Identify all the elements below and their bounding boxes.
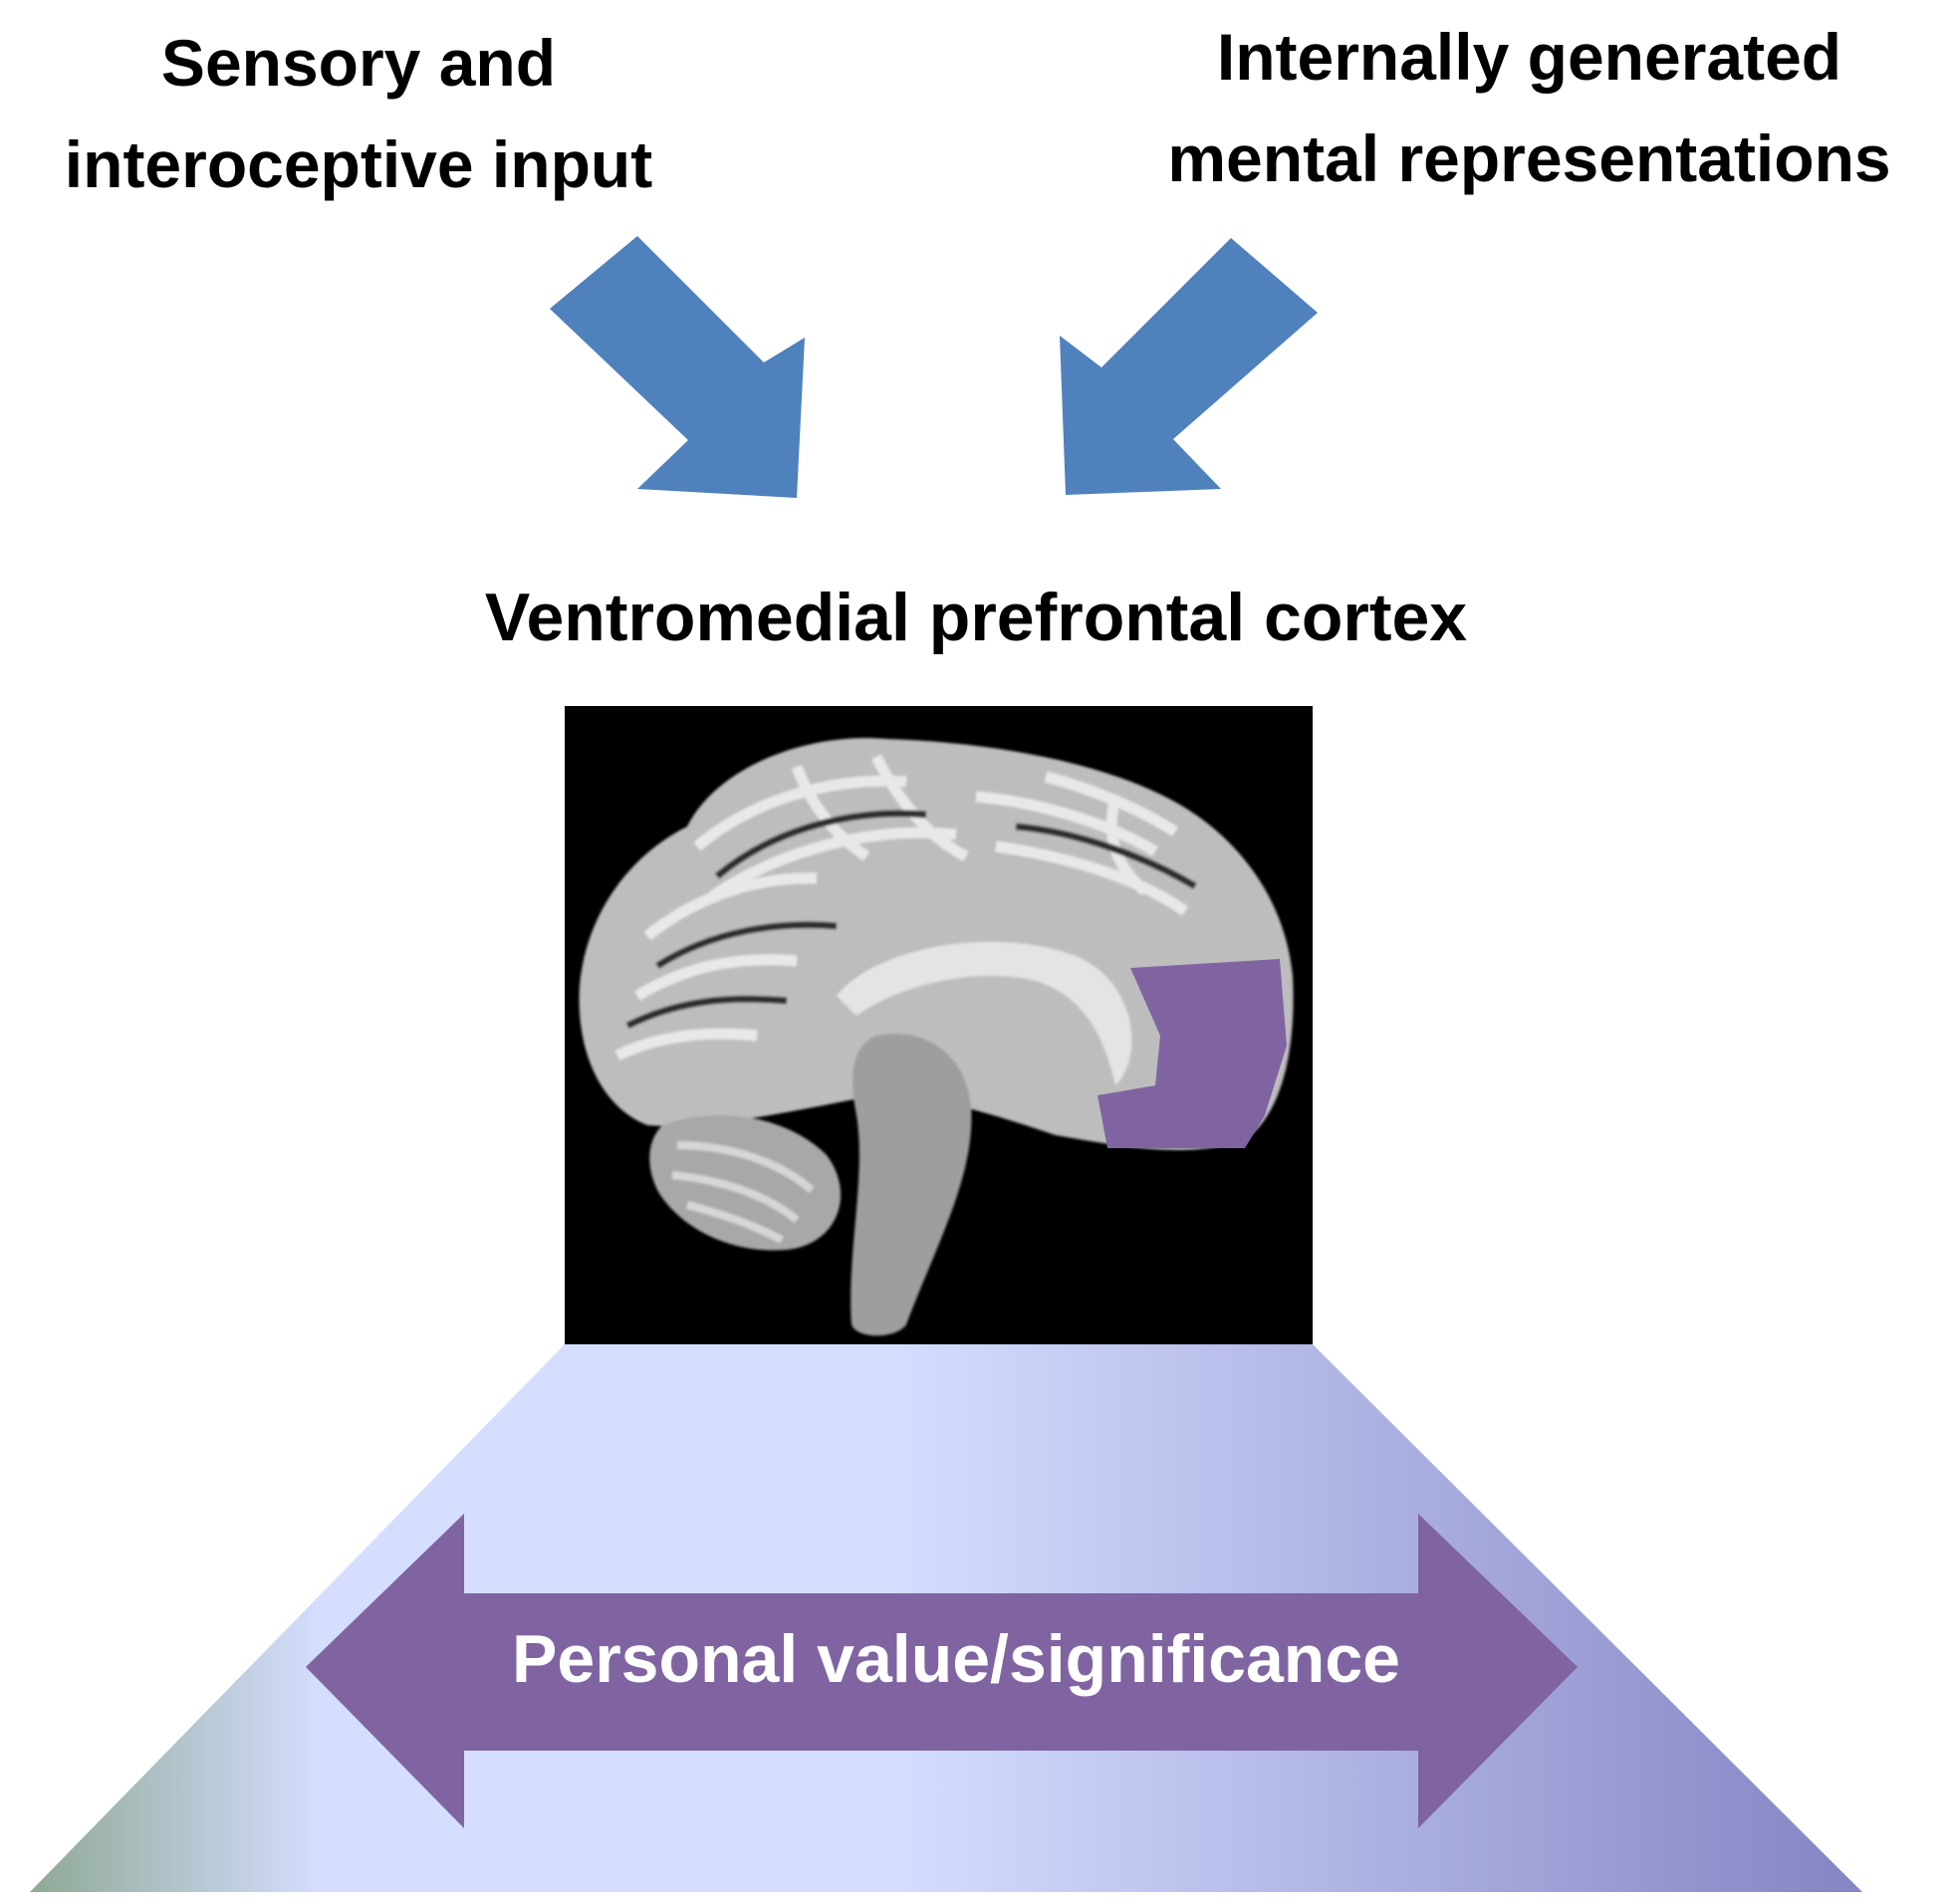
value-double-arrow-icon	[306, 1514, 1578, 1828]
internal-representations-line2: mental representations	[1167, 121, 1891, 196]
personal-value-label: Personal value/significance	[512, 1621, 1400, 1697]
internal-representations-label: Internally generated mental representati…	[1105, 6, 1953, 210]
sensory-input-arrow-icon	[550, 236, 805, 498]
sensory-input-line1: Sensory and	[160, 26, 557, 100]
vmpfc-title: Ventromedial prefrontal cortex	[484, 580, 1468, 655]
sensory-input-label: Sensory and interoceptive input	[0, 12, 717, 216]
vmpfc-region-highlight	[1098, 959, 1287, 1148]
sensory-input-line2: interoceptive input	[64, 127, 653, 202]
internal-representations-arrow-icon	[1060, 238, 1318, 495]
internal-representations-line1: Internally generated	[1216, 20, 1842, 94]
brain-sagittal-mri-icon	[565, 706, 1313, 1344]
